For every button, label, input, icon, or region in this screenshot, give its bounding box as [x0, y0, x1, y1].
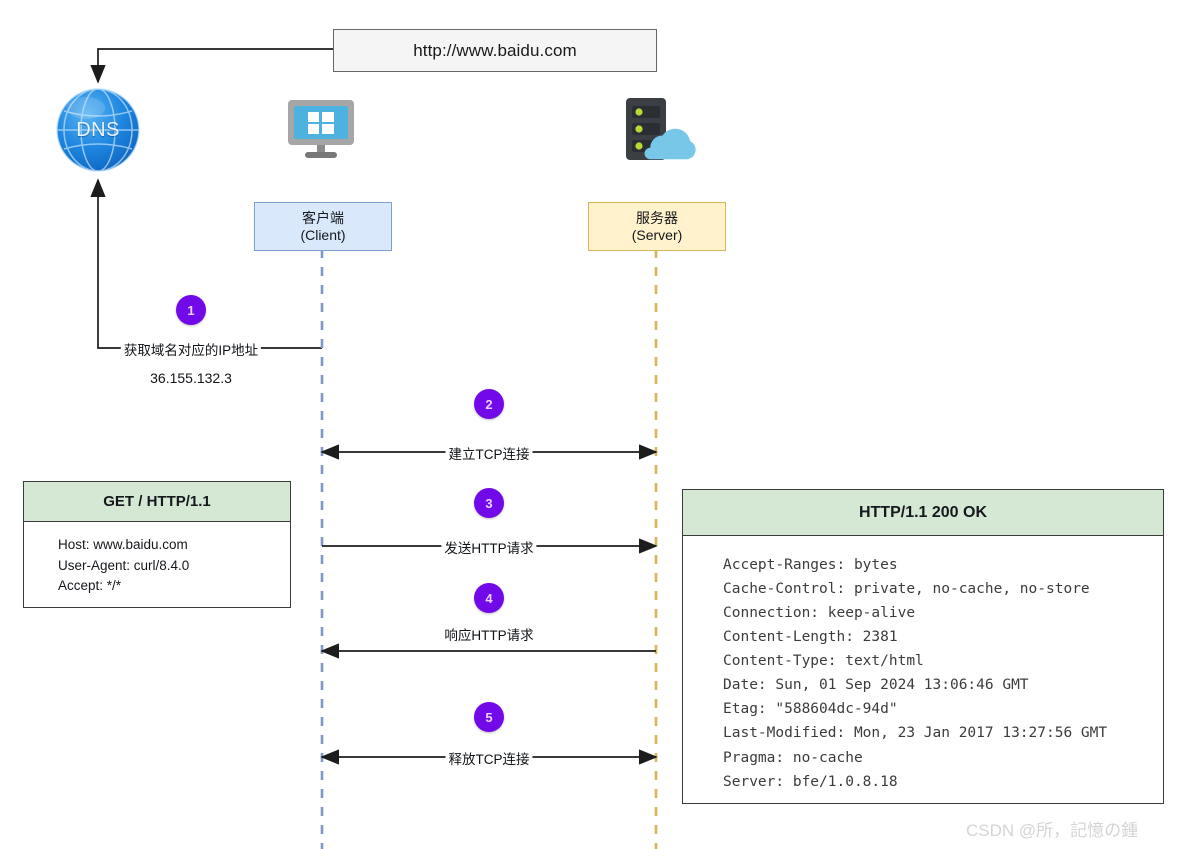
dns-resolved-ip: 36.155.132.3	[150, 370, 232, 386]
desktop-monitor-icon	[286, 98, 356, 160]
http-response-panel: HTTP/1.1 200 OK Accept-Ranges: bytes Cac…	[682, 489, 1164, 804]
step-badge-3-number: 3	[485, 495, 493, 511]
step-badge-5-number: 5	[485, 709, 493, 725]
http-request-panel: GET / HTTP/1.1 Host: www.baidu.com User-…	[23, 481, 291, 608]
request-header-line: User-Agent: curl/8.4.0	[58, 557, 190, 573]
actor-server-title: 服务器	[636, 209, 678, 226]
response-header-line: Content-Length: 2381	[723, 629, 898, 646]
wire-url-to-dns	[90, 48, 333, 84]
step-badge-5: 5	[474, 702, 504, 732]
step-badge-4-number: 4	[485, 590, 493, 606]
dns-node: DNS	[56, 88, 140, 172]
step-badge-4: 4	[474, 583, 504, 613]
http-request-headers: Host: www.baidu.com User-Agent: curl/8.4…	[24, 522, 290, 607]
step-label-1: 获取域名对应的IP地址	[120, 339, 262, 359]
actor-server-subtitle: (Server)	[631, 226, 683, 243]
http-response-headers: Accept-Ranges: bytes Cache-Control: priv…	[683, 536, 1163, 803]
response-header-line: Cache-Control: private, no-cache, no-sto…	[723, 581, 1090, 598]
response-header-line: Date: Sun, 01 Sep 2024 13:06:46 GMT	[723, 677, 1029, 694]
actor-client-subtitle: (Client)	[300, 226, 346, 243]
step-label-4: 响应HTTP请求	[441, 624, 537, 644]
step-label-2: 建立TCP连接	[445, 443, 533, 463]
step-badge-1-number: 1	[187, 302, 195, 318]
response-header-line: Etag: "588604dc-94d"	[723, 701, 898, 718]
response-header-line: Content-Type: text/html	[723, 653, 924, 670]
actor-client-title: 客户端	[302, 209, 344, 226]
server-cloud-icon	[620, 96, 700, 166]
request-header-line: Accept: */*	[58, 578, 122, 594]
actor-client: 客户端 (Client)	[254, 202, 392, 251]
response-header-line: Accept-Ranges: bytes	[723, 557, 898, 573]
request-header-line: Host: www.baidu.com	[58, 537, 188, 552]
response-header-line: Connection: keep-alive	[723, 605, 916, 622]
step-badge-2-number: 2	[485, 396, 493, 412]
url-text: http://www.baidu.com	[413, 40, 577, 60]
dns-label: DNS	[76, 118, 120, 141]
step-badge-3: 3	[474, 488, 504, 518]
url-box: http://www.baidu.com	[333, 29, 657, 72]
actor-server: 服务器 (Server)	[588, 202, 726, 251]
step-badge-1: 1	[176, 295, 206, 325]
step-label-3: 发送HTTP请求	[441, 537, 537, 557]
step-label-5: 释放TCP连接	[445, 748, 533, 768]
globe-icon	[56, 88, 140, 172]
response-header-line: Pragma: no-cache	[723, 749, 863, 766]
csdn-watermark: CSDN @所，記憶の鍾	[966, 821, 1139, 840]
response-header-line: Server: bfe/1.0.8.18	[723, 773, 898, 790]
response-header-line: Last-Modified: Mon, 23 Jan 2017 13:27:56…	[723, 725, 1108, 742]
http-request-title: GET / HTTP/1.1	[24, 482, 290, 522]
http-response-title: HTTP/1.1 200 OK	[683, 490, 1163, 536]
step-badge-2: 2	[474, 389, 504, 419]
